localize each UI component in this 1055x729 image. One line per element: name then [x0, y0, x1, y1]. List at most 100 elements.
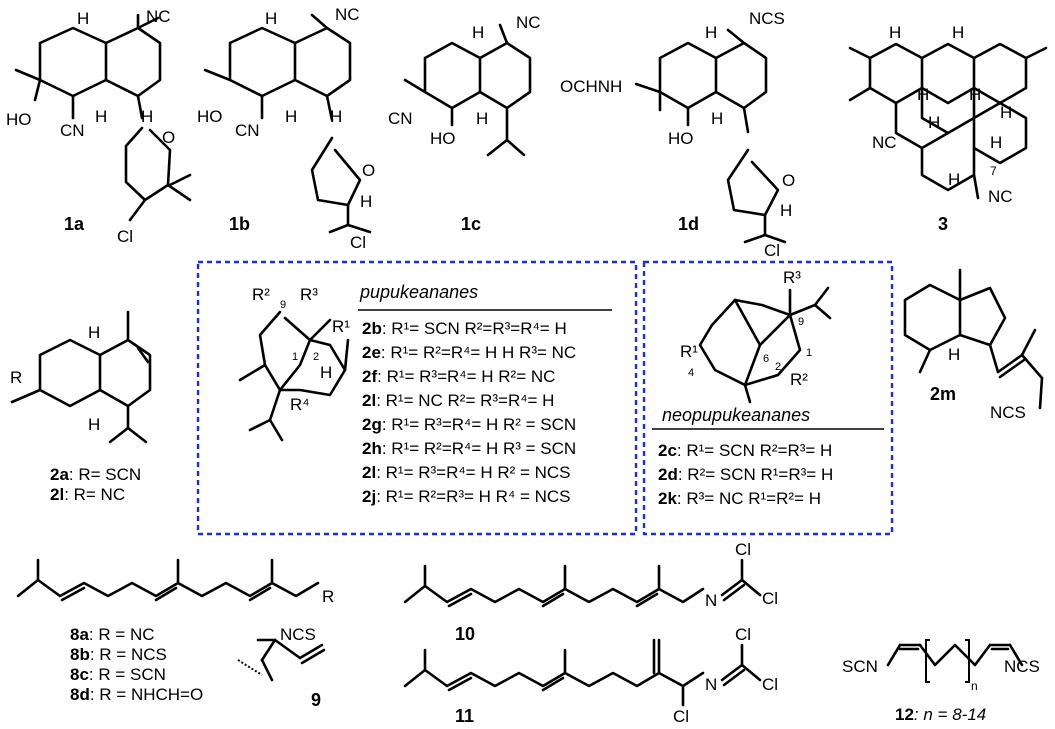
pupukeananes-row: 2l: R¹= R³=R⁴= H R² = NCS: [362, 463, 571, 482]
atom-O: O: [362, 161, 375, 180]
atom-HO: HO: [668, 129, 694, 148]
atom-H: H: [917, 85, 929, 104]
neopupukeananes-row: 2d: R²= SCN R¹=R³= H: [658, 465, 833, 484]
atom-H: H: [948, 345, 960, 364]
atom-O: O: [162, 128, 175, 147]
atom-NCS: NCS: [749, 9, 785, 28]
compound-label-2m: 2m: [930, 384, 956, 404]
pupukeananes-table: 2b: R¹= SCN R²=R³=R⁴= H 2e: R¹= R²=R⁴= H …: [362, 319, 576, 506]
neopupukeananes-row: 2c: R¹= SCN R²=R³= H: [658, 441, 832, 460]
locant-2: 2: [775, 361, 781, 373]
locant-2: 2: [313, 351, 319, 363]
pupukeananes-row: 2e: R¹= R²=R⁴= H H R³= NC: [362, 343, 576, 362]
neopupukeananes-row: 2k: R³= NC R¹=R²= H: [658, 489, 821, 508]
pupukeananes-row: 2j: R¹= R²=R³= H R⁴ = NCS: [362, 487, 571, 506]
atom-H: H: [969, 85, 981, 104]
compound-label-3: 3: [938, 214, 948, 234]
atom-H: H: [77, 9, 89, 28]
atom-Cl: Cl: [762, 589, 778, 608]
atom-NCS: NCS: [280, 625, 316, 644]
atom-Cl: Cl: [762, 675, 778, 694]
compound-label-1a: 1a: [64, 214, 85, 234]
atom-H: H: [95, 107, 107, 126]
pupukeananes-row: 2b: R¹= SCN R²=R³=R⁴= H: [362, 319, 567, 338]
series8-row: 8c: R = SCN: [70, 665, 166, 684]
locant-7: 7: [990, 164, 997, 178]
atom-H: H: [360, 192, 372, 211]
atom-CN: CN: [60, 121, 85, 140]
atom-H: H: [265, 9, 277, 28]
locant-9: 9: [280, 299, 286, 311]
atom-N: N: [705, 675, 717, 694]
locant-6: 6: [763, 353, 769, 365]
structure-12: n SCN NCS 12: n = 8-14: [842, 639, 1040, 724]
atom-H: H: [141, 107, 153, 126]
atom-H: H: [330, 107, 342, 126]
row-2l: 2l: R= NC: [50, 485, 125, 504]
atom-NC: NC: [872, 133, 897, 152]
r4-label: R⁴: [290, 395, 310, 414]
atom-H: H: [889, 23, 901, 42]
locant-9: 9: [798, 316, 804, 328]
atom-Cl: Cl: [735, 625, 751, 644]
structure-1b: H NC HO CN H H O H Cl 1b: [197, 5, 375, 252]
atom-H: H: [320, 363, 332, 382]
pupukeananes-row: 2h: R¹= R²=R⁴= H R³ = SCN: [362, 439, 576, 458]
structure-9: NCS 9: [237, 625, 326, 710]
atom-H: H: [711, 109, 723, 128]
atom-H: H: [472, 23, 484, 42]
r2-label: R²: [790, 370, 808, 389]
series8-row: 8b: R = NCS: [70, 645, 167, 664]
series8-row: 8d: R = NHCH=O: [70, 685, 203, 704]
locant-1: 1: [292, 351, 298, 363]
compound-label-10: 10: [455, 624, 475, 644]
r1-label: R¹: [332, 317, 350, 336]
compound-label-1b: 1b: [229, 214, 250, 234]
atom-Cl: Cl: [117, 227, 133, 246]
atom-H: H: [705, 23, 717, 42]
structure-11: N Cl Cl Cl 11: [403, 625, 778, 726]
pupukeananes-row: 2l: R¹= NC R²= R³=R⁴= H: [362, 391, 554, 410]
atom-H: H: [780, 201, 792, 220]
pupukeananes-box: [196, 260, 638, 536]
series8-row: 8a: R = NC: [70, 625, 155, 644]
r3-label: R³: [783, 268, 801, 287]
atom-NC: NC: [335, 5, 360, 24]
atom-O: O: [782, 171, 795, 190]
atom-NC: NC: [516, 13, 541, 32]
neopupukeananes-title: neopupukeananes: [662, 405, 810, 425]
structure-3: H H H H H NC H H H 7 NC 3: [848, 23, 1048, 234]
pupukeananes-row: 2f: R¹= R³=R⁴= H R²= NC: [362, 367, 555, 386]
atom-H: H: [952, 23, 964, 42]
atom-H: H: [285, 107, 297, 126]
pupukeananes-title: pupukeananes: [359, 282, 478, 302]
atom-R: R: [10, 368, 22, 387]
repeat-n: n: [971, 679, 978, 693]
structure-1a: H NC HO CN H H O Cl 1a: [6, 7, 192, 246]
neopupukeananes-box: [642, 260, 894, 536]
atom-H: H: [88, 415, 100, 434]
atom-NCS: NCS: [1004, 657, 1040, 676]
row-2a: 2a: R= SCN: [50, 465, 141, 484]
atom-H: H: [88, 323, 100, 342]
pupukeananes-row: 2g: R¹= R³=R⁴= H R² = SCN: [362, 415, 576, 434]
atom-Cl: Cl: [735, 540, 751, 559]
r1-label: R¹: [680, 342, 698, 361]
atom-OCHNH: OCHNH: [560, 77, 622, 96]
structure-pupukeanane: R² R³ R¹ R⁴ 9 1 2 H: [238, 285, 350, 442]
atom-H: H: [990, 133, 1002, 152]
atom-Cl: Cl: [673, 707, 689, 726]
structure-neopupukeanane: R³ R¹ R² 9 6 1 4 2: [680, 268, 832, 404]
compound-label-1d: 1d: [678, 214, 699, 234]
structure-1c: H NC CN HO H 1c: [388, 13, 541, 234]
atom-HO: HO: [6, 110, 32, 129]
r3-label: R³: [300, 285, 318, 304]
atom-H: H: [476, 109, 488, 128]
locant-1: 1: [806, 347, 812, 359]
atom-SCN: SCN: [842, 657, 878, 676]
compound-label-11: 11: [455, 706, 474, 726]
locant-4: 4: [688, 367, 694, 379]
